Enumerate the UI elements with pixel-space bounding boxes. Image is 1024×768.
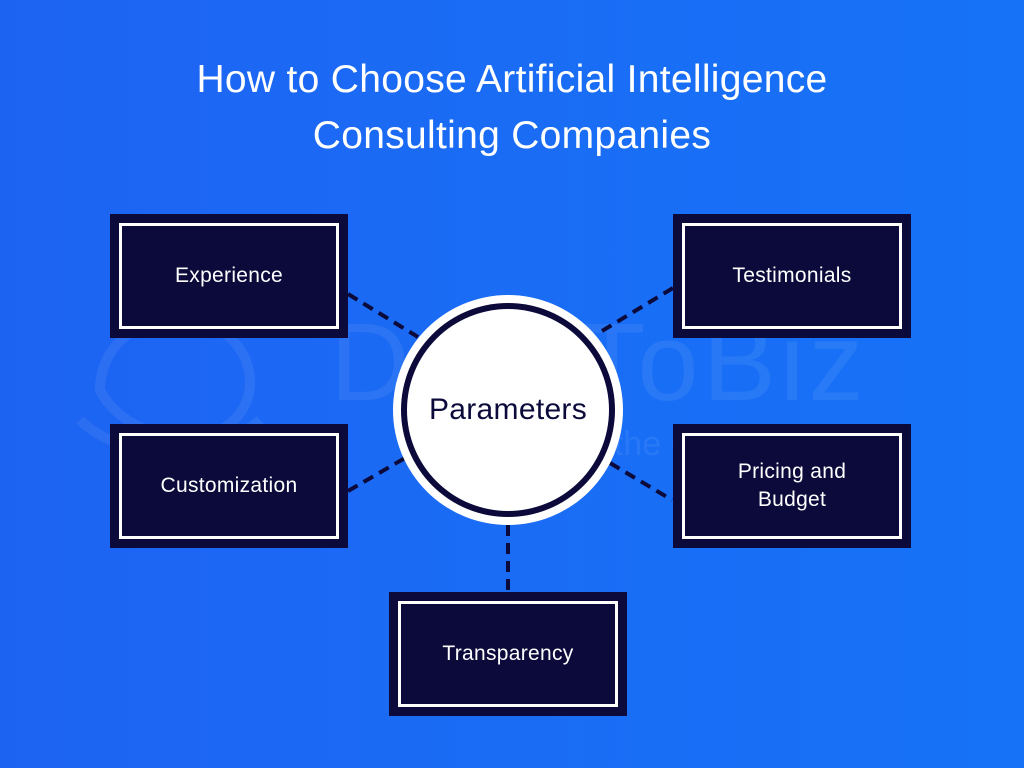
center-node: Parameters <box>393 295 623 525</box>
center-node-label: Parameters <box>428 393 588 426</box>
title-line-1: How to Choose Artificial Intelligence <box>196 58 828 101</box>
node-testimonials-label: Testimonials <box>732 264 852 287</box>
node-pricing-and-budget: Pricing and Budget <box>673 424 911 548</box>
node-pricing-frame: Pricing and Budget <box>682 433 902 539</box>
node-testimonials: Testimonials <box>673 214 911 338</box>
page-title: How to Choose Artificial Intelligence Co… <box>0 52 1024 164</box>
center-node-face: Parameters <box>407 309 609 511</box>
connector-testimonials <box>595 286 675 336</box>
node-pricing-label: Pricing and Budget <box>737 460 847 511</box>
node-transparency: Transparency <box>389 592 627 716</box>
node-transparency-frame: Transparency <box>398 601 618 707</box>
node-experience-frame: Experience <box>119 223 339 329</box>
node-testimonials-frame: Testimonials <box>682 223 902 329</box>
connector-experience <box>346 292 420 339</box>
node-experience: Experience <box>110 214 348 338</box>
node-transparency-label: Transparency <box>442 642 574 665</box>
title-line-2: Consulting Companies <box>312 114 712 157</box>
connector-customization <box>346 456 407 493</box>
connector-pricing <box>608 461 674 502</box>
node-customization-label: Customization <box>160 474 298 497</box>
node-customization: Customization <box>110 424 348 548</box>
center-node-ring: Parameters <box>401 303 615 517</box>
node-experience-label: Experience <box>174 264 284 287</box>
node-customization-frame: Customization <box>119 433 339 539</box>
